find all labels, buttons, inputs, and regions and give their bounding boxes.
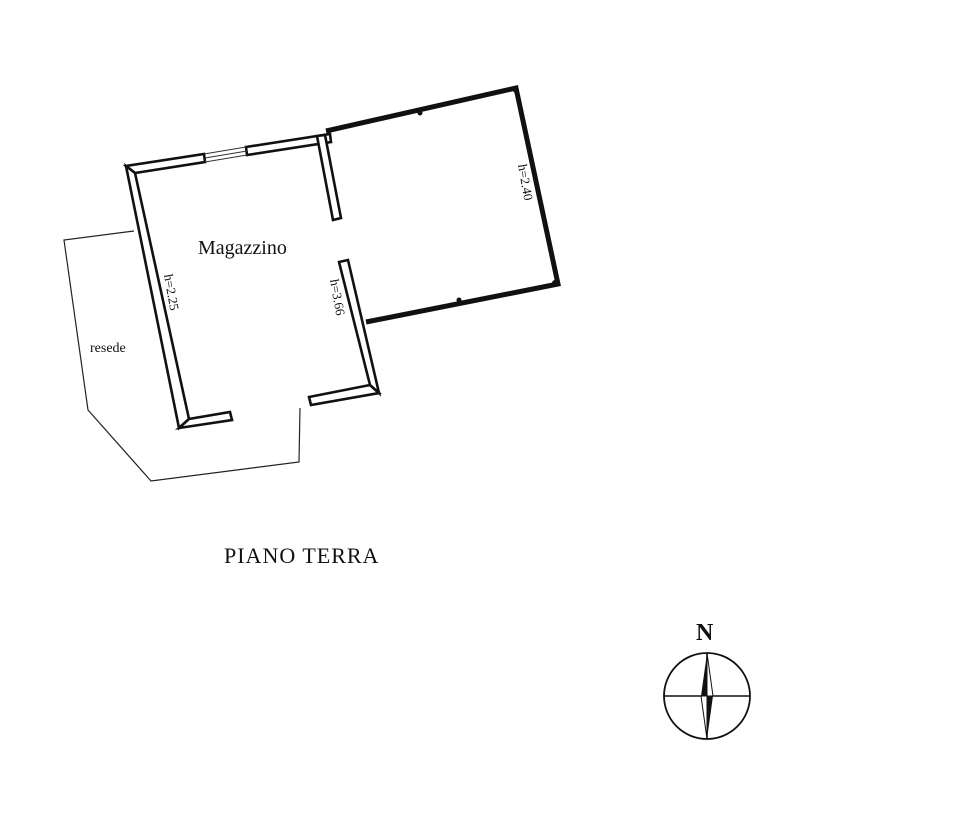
right-room-walls (325, 85, 561, 325)
yard-label-resede: resede (90, 341, 126, 356)
resede-outline (63, 230, 301, 482)
room-label-magazzino: Magazzino (198, 237, 287, 259)
floor-title: PIANO TERRA (224, 543, 379, 568)
compass-north-label: N (696, 620, 714, 646)
window-top (203, 146, 248, 163)
height-label-right: h=2.40 (515, 163, 536, 202)
magazzino-walls (122, 132, 382, 431)
height-label-middle: h=3.66 (327, 278, 348, 317)
compass-icon: N (663, 620, 751, 740)
height-label-left: h=2.25 (161, 273, 182, 312)
